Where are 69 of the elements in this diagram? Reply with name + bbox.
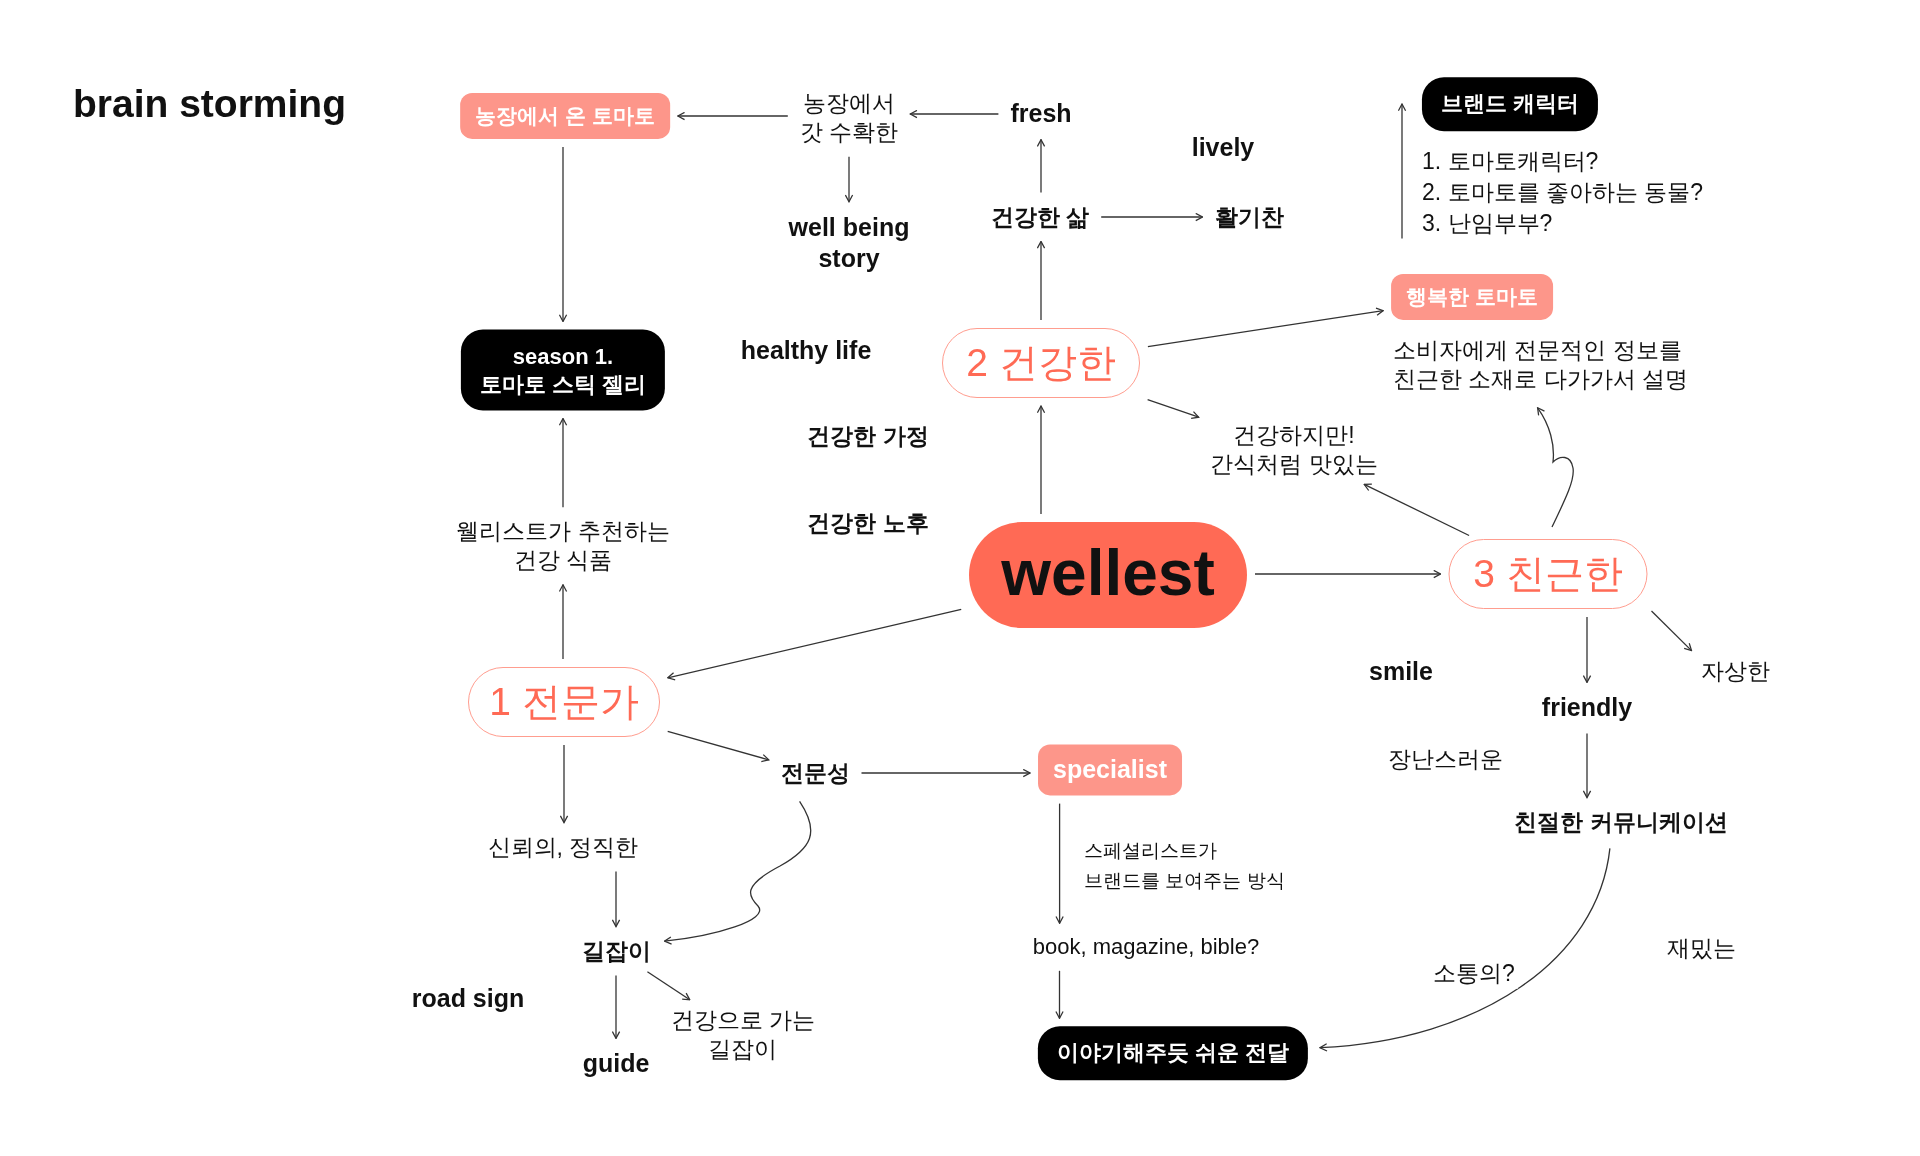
- curved-arrow: [663, 800, 812, 945]
- keyword-text: 신뢰의, 정직한: [483, 830, 643, 864]
- keyword-text: 소비자에게 전문적인 정보를 친근한 소재로 다가가서 설명: [1389, 334, 1693, 396]
- arrow: [667, 730, 770, 763]
- arrow: [1582, 732, 1592, 799]
- arrow: [1397, 103, 1407, 240]
- keyword-text: 웰리스트가 추천하는 건강 식품: [452, 515, 674, 577]
- keyword-text: guide: [578, 1046, 654, 1082]
- dark-label-box: 이야기해주듯 쉬운 전달: [1037, 1026, 1309, 1080]
- highlight-tag: 행복한 토마토: [1391, 273, 1553, 321]
- keyword-text: 건강으로 가는 길잡이: [666, 1004, 820, 1066]
- keyword-text: 건강하지만! 간식처럼 맛있는: [1206, 419, 1382, 481]
- keyword-text: 활기찬: [1210, 200, 1288, 234]
- arrow: [558, 584, 568, 660]
- keyword-text: book, magazine, bible?: [1028, 931, 1264, 963]
- arrow: [1055, 802, 1064, 924]
- arrow: [558, 417, 568, 508]
- arrow: [1146, 398, 1200, 420]
- keyword-text: 재밌는: [1665, 933, 1737, 963]
- arrow: [1036, 240, 1046, 321]
- keyword-text: 건강한 삶: [986, 200, 1094, 234]
- curved-arrow: [1319, 847, 1611, 1052]
- arrow: [1055, 970, 1064, 1019]
- arrow: [611, 870, 621, 928]
- arrow: [646, 971, 691, 1001]
- arrow: [844, 156, 854, 203]
- arrow: [860, 768, 1031, 778]
- category-pill: 1 전문가: [468, 667, 660, 737]
- keyword-text: 친절한 커뮤니케이션: [1510, 805, 1732, 839]
- keyword-text: healthy life: [739, 335, 873, 367]
- keyword-text: 건강한 가정: [806, 421, 930, 451]
- keyword-text: 건강한 노후: [806, 508, 930, 538]
- arrow: [909, 109, 1000, 119]
- list-item: 2. 토마토를 좋아하는 동물?: [1422, 177, 1704, 207]
- category-pill: 2 건강한: [942, 328, 1140, 398]
- arrow: [1036, 138, 1046, 194]
- keyword-text: road sign: [410, 983, 526, 1015]
- arrow: [558, 146, 568, 323]
- curved-arrow: [1536, 407, 1574, 528]
- highlight-tag: specialist: [1038, 744, 1182, 796]
- arrow: [559, 744, 569, 824]
- keyword-text: 장난스러운: [1386, 744, 1504, 774]
- arrow: [667, 608, 962, 681]
- arrow: [1254, 569, 1442, 579]
- arrow: [1650, 610, 1693, 652]
- keyword-text: smile: [1368, 656, 1434, 688]
- arrow: [1363, 483, 1470, 537]
- arrow: [1582, 616, 1592, 684]
- keyword-text: 자상한: [1696, 654, 1774, 688]
- arrow: [611, 974, 621, 1040]
- arrow: [1147, 307, 1384, 348]
- arrow: [1100, 212, 1204, 222]
- category-pill: 3 친근한: [1448, 539, 1648, 609]
- keyword-text: friendly: [1537, 690, 1637, 726]
- arrow: [1036, 405, 1046, 515]
- keyword-text: lively: [1190, 132, 1256, 164]
- keyword-text: 길잡이: [577, 934, 655, 968]
- central-pill: wellest: [969, 522, 1247, 628]
- list-item: 3. 난임부부?: [1422, 208, 1554, 238]
- list-item: 1. 토마토캐릭터?: [1422, 146, 1600, 176]
- keyword-text: 농장에서 갓 수확한: [795, 87, 903, 149]
- highlight-tag: 농장에서 온 토마토: [460, 92, 670, 140]
- dark-label-box: 브랜드 캐릭터: [1421, 77, 1599, 131]
- keyword-text: 전문성: [776, 756, 854, 790]
- keyword-text: fresh: [1006, 96, 1076, 132]
- keyword-text: well being story: [784, 209, 914, 277]
- arrow: [677, 111, 789, 121]
- dark-label-box: season 1. 토마토 스틱 젤리: [460, 329, 666, 411]
- page-title: brain storming: [73, 80, 347, 127]
